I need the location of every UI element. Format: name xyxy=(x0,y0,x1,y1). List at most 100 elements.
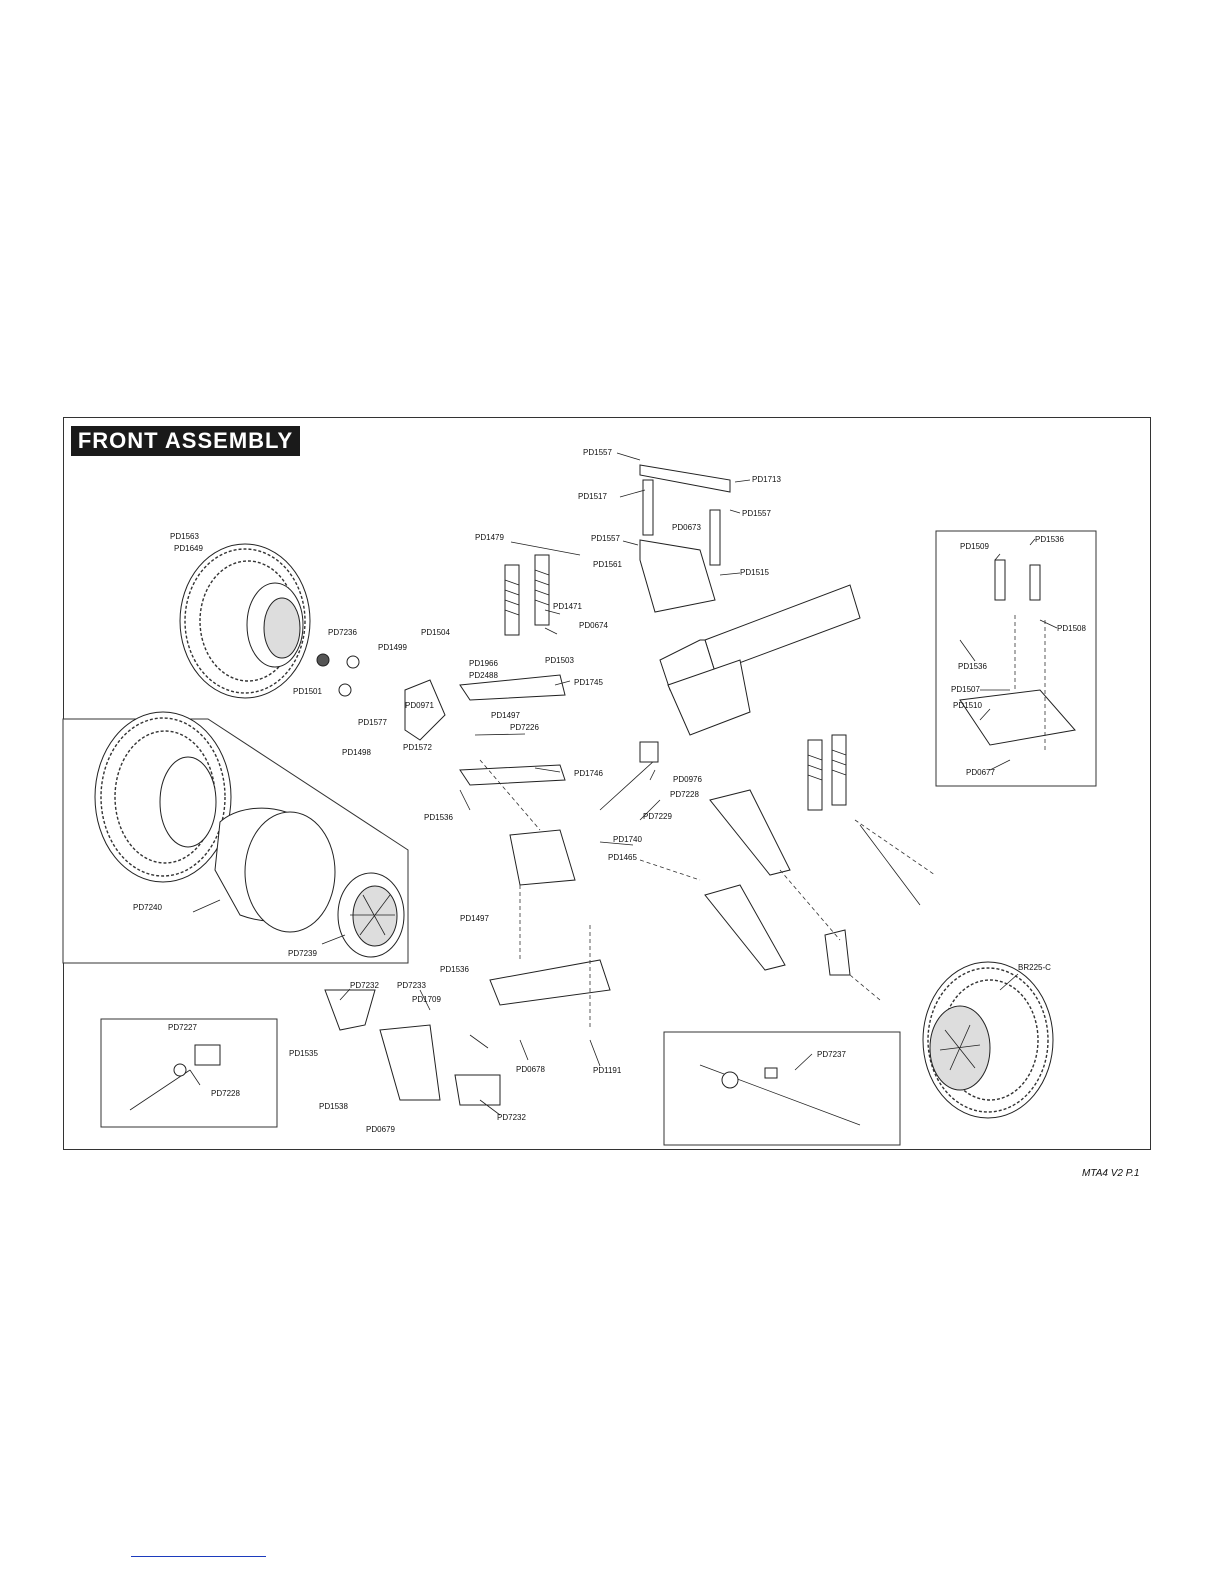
front-tire-right xyxy=(922,961,1054,1119)
part-label: PD1497 xyxy=(460,914,489,923)
part-label: PD1746 xyxy=(574,769,603,778)
chassis-plate xyxy=(659,584,861,736)
part-label: PD1740 xyxy=(613,835,642,844)
part-label: BR225-C xyxy=(1018,963,1051,972)
inset-pin xyxy=(173,1063,187,1077)
part-label: PD1966 xyxy=(469,659,498,668)
part-label: PD7236 xyxy=(328,628,357,637)
part-label: PD7237 xyxy=(817,1050,846,1059)
inset-cvd-cup xyxy=(194,1044,221,1066)
assembly-guides xyxy=(1014,615,1046,750)
part-label: PD0674 xyxy=(579,621,608,630)
part-label: PD1517 xyxy=(578,492,607,501)
part-label: PD1501 xyxy=(293,687,322,696)
part-label: PD0971 xyxy=(405,701,434,710)
part-label: PD0679 xyxy=(366,1125,395,1134)
lower-arm-right xyxy=(709,789,791,876)
part-label: PD1510 xyxy=(953,701,982,710)
bearing xyxy=(338,683,352,697)
part-label: PD0678 xyxy=(516,1065,545,1074)
inset-body-mount-plate xyxy=(959,689,1076,746)
part-label: PD1649 xyxy=(174,544,203,553)
inset-body-post xyxy=(994,559,1006,601)
part-label: PD1535 xyxy=(289,1049,318,1058)
part-label: PD1536 xyxy=(424,813,453,822)
part-label: PD1557 xyxy=(742,509,771,518)
footer-link-underline xyxy=(131,1556,266,1557)
inset-box-body-mount xyxy=(935,530,1097,787)
part-label: PD0976 xyxy=(673,775,702,784)
front-shocks-upper xyxy=(504,554,550,636)
part-label: PD1538 xyxy=(319,1102,348,1111)
part-label: PD1515 xyxy=(740,568,769,577)
part-label: PD1557 xyxy=(583,448,612,457)
part-label: PD1498 xyxy=(342,748,371,757)
part-label: PD1563 xyxy=(170,532,199,541)
skid-plate xyxy=(489,959,611,1006)
part-label: PD1536 xyxy=(1035,535,1064,544)
bumper-rear xyxy=(454,1074,501,1106)
part-label: PD7228 xyxy=(211,1089,240,1098)
part-label: PD1507 xyxy=(951,685,980,694)
part-label: PD7229 xyxy=(643,812,672,821)
inset-driveshaft xyxy=(129,1069,191,1111)
part-label: PD1577 xyxy=(358,718,387,727)
part-label: PD1709 xyxy=(412,995,441,1004)
hub-carrier-right xyxy=(824,929,851,976)
steering-knuckle xyxy=(404,679,446,741)
inset-body-post xyxy=(1029,564,1041,601)
part-label: PD7226 xyxy=(510,723,539,732)
part-label: PD1561 xyxy=(593,560,622,569)
steering-rod xyxy=(859,824,921,906)
part-label: PD1536 xyxy=(958,662,987,671)
bumper-front xyxy=(324,989,376,1031)
inset-box-driveshaft xyxy=(100,1018,278,1128)
part-label: PD1572 xyxy=(403,743,432,752)
part-label: PD1465 xyxy=(608,853,637,862)
inset-cvd-pin xyxy=(764,1067,778,1079)
tire-inset-tire xyxy=(94,711,405,958)
part-label: PD0673 xyxy=(672,523,701,532)
part-label: PD7239 xyxy=(288,949,317,958)
part-label: PD1497 xyxy=(491,711,520,720)
part-label: PD1499 xyxy=(378,643,407,652)
part-label: PD1509 xyxy=(960,542,989,551)
part-label: PD1479 xyxy=(475,533,504,542)
leader-lines xyxy=(189,452,1058,1116)
wheel-nut xyxy=(316,653,330,667)
page-title: FRONT ASSEMBLY xyxy=(71,426,300,456)
part-label: PD1503 xyxy=(545,656,574,665)
bearing xyxy=(346,655,360,669)
front-shocks-lower xyxy=(807,734,847,811)
part-label: PD1504 xyxy=(421,628,450,637)
front-tire-left xyxy=(179,543,311,699)
inset-cvd-joint xyxy=(721,1071,739,1089)
shock-tower xyxy=(639,464,731,613)
part-label: PD7232 xyxy=(497,1113,526,1122)
part-label: PD1471 xyxy=(553,602,582,611)
bumper-mount xyxy=(379,1024,441,1101)
page-reference: MTA4 V2 P.1 xyxy=(1082,1168,1140,1179)
part-label: PD7232 xyxy=(350,981,379,990)
part-label: PD1508 xyxy=(1057,624,1086,633)
upper-arm xyxy=(459,674,566,701)
part-label: PD7228 xyxy=(670,790,699,799)
part-label: PD1536 xyxy=(440,965,469,974)
part-label: PD2488 xyxy=(469,671,498,680)
assembly-guides xyxy=(479,759,936,1030)
part-label: PD7233 xyxy=(397,981,426,990)
part-label: PD1191 xyxy=(593,1066,622,1075)
part-label: PD1713 xyxy=(752,475,781,484)
lower-arm-left xyxy=(459,764,566,786)
driveshaft xyxy=(599,759,656,811)
inset-box-cvd xyxy=(663,1031,901,1146)
cvd-cup xyxy=(639,741,659,763)
part-label: PD1745 xyxy=(574,678,603,687)
part-label: PD7227 xyxy=(168,1023,197,1032)
lower-arm-right-2 xyxy=(704,884,786,971)
part-label: PD1557 xyxy=(591,534,620,543)
part-label: PD7240 xyxy=(133,903,162,912)
part-label: PD0677 xyxy=(966,768,995,777)
